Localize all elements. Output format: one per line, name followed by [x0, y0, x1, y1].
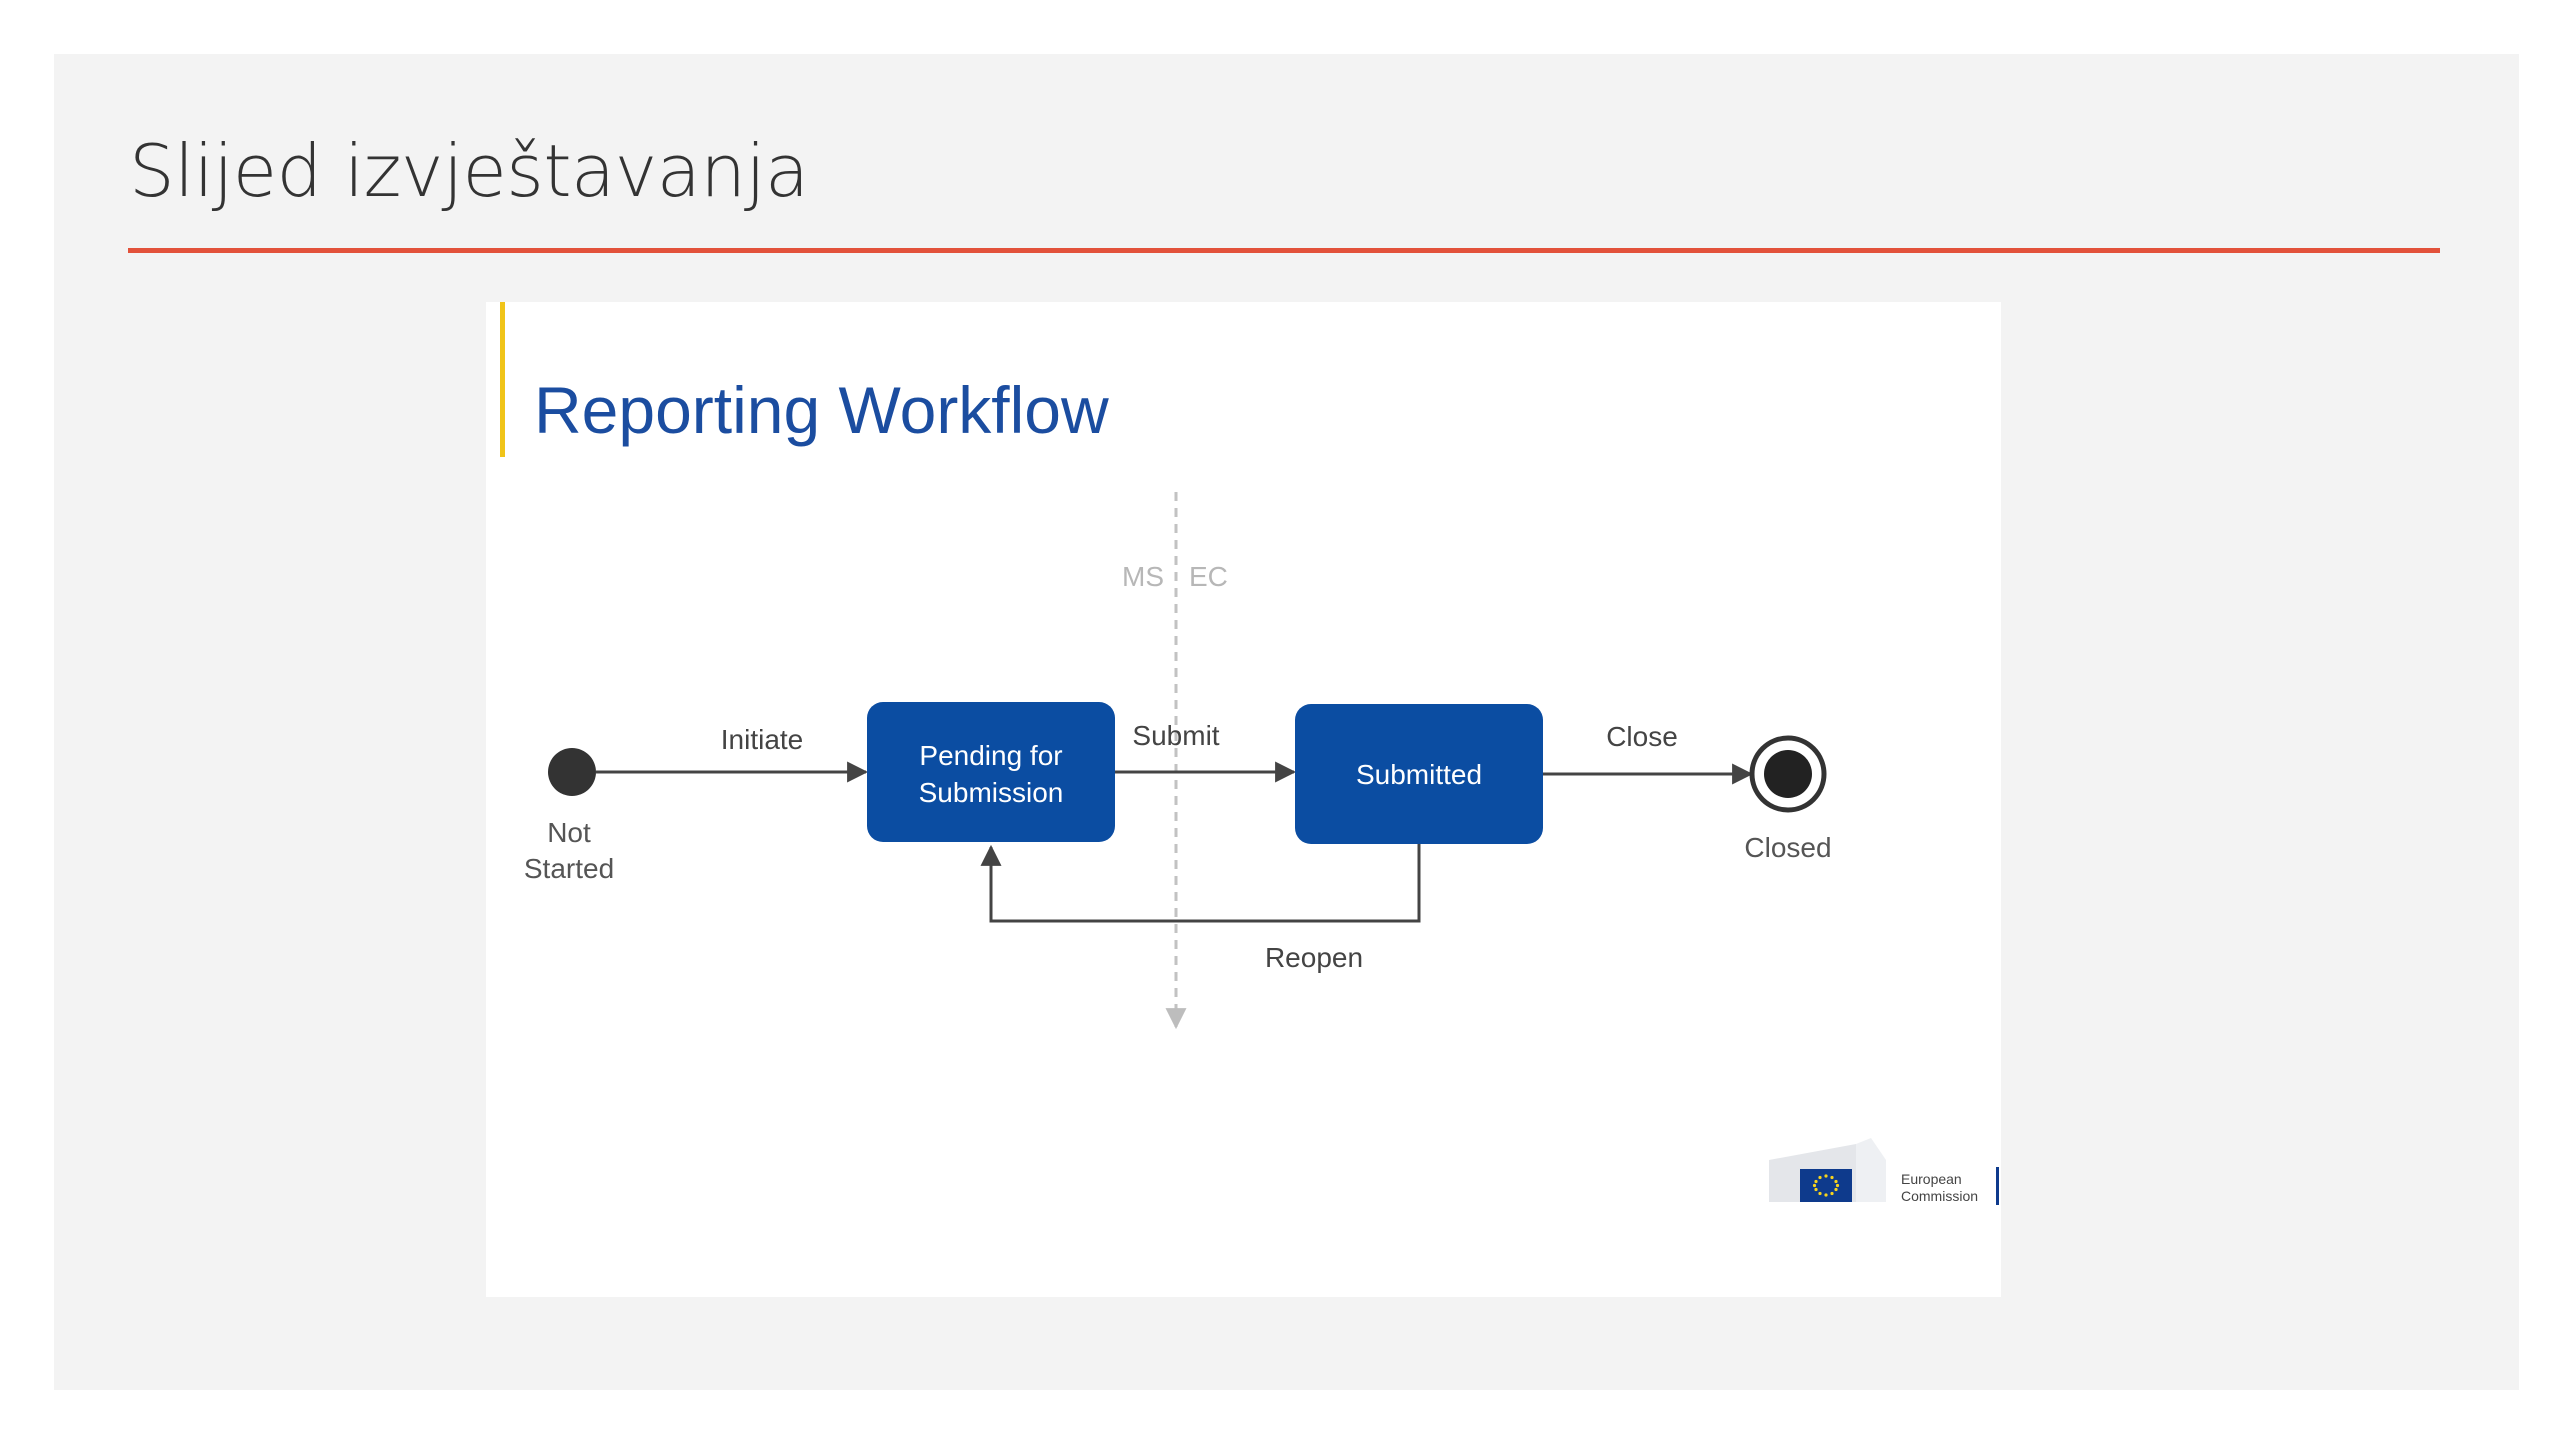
submit-label: Submit — [1132, 720, 1219, 751]
end-label: Closed — [1744, 832, 1831, 863]
logo-text-line1: European — [1901, 1171, 1962, 1187]
start-node — [548, 748, 596, 796]
logo-divider — [1996, 1167, 1999, 1205]
logo-text-line2: Commission — [1901, 1188, 1978, 1204]
slide: Slijed izvještavanja Reporting Workflow … — [54, 54, 2519, 1390]
submitted-state-box — [1295, 704, 1543, 844]
pending-label-line2: Submission — [919, 777, 1064, 808]
lane-label-ms: MS — [1122, 561, 1164, 592]
logo-building-wing — [1856, 1138, 1886, 1202]
title-accent-bar — [500, 302, 505, 457]
reopen-label: Reopen — [1265, 942, 1363, 973]
workflow-diagram: MS EC Not Started Initiate Pending for S… — [524, 492, 1999, 1205]
slide-title: Slijed izvještavanja — [129, 129, 809, 213]
close-label: Close — [1606, 721, 1678, 752]
start-label-line2: Started — [524, 853, 614, 884]
end-node-core — [1764, 750, 1812, 798]
start-label-line1: Not — [547, 817, 591, 848]
title-underline — [128, 248, 2440, 253]
pending-state-box — [867, 702, 1115, 842]
european-commission-logo: European Commission — [1769, 1138, 1999, 1205]
initiate-label: Initiate — [721, 724, 804, 755]
reopen-arrow — [980, 844, 1421, 923]
lane-label-ec: EC — [1189, 561, 1228, 592]
pending-label-line1: Pending for — [919, 740, 1062, 771]
eu-stars-icon — [1812, 1174, 1840, 1197]
embedded-workflow-image: Reporting Workflow MS EC Not Started Ini… — [486, 302, 2001, 1297]
workflow-title: Reporting Workflow — [534, 373, 1109, 447]
submitted-label: Submitted — [1356, 759, 1482, 790]
eu-flag-icon — [1800, 1169, 1852, 1202]
